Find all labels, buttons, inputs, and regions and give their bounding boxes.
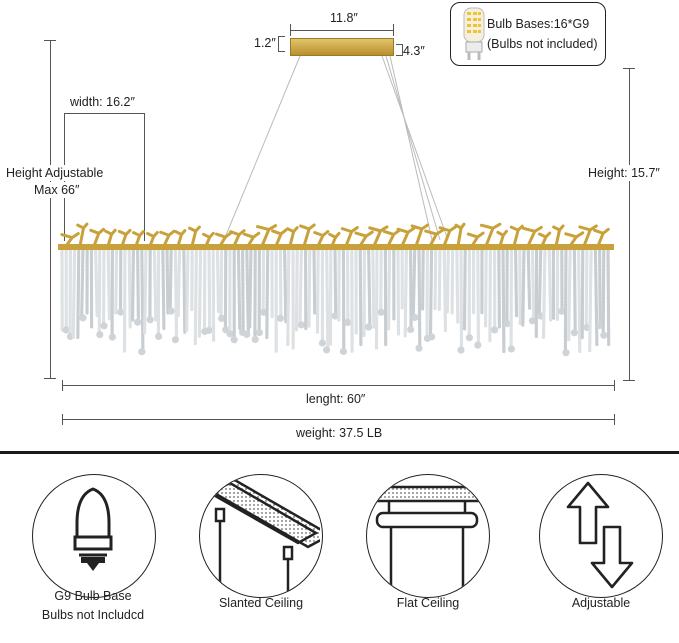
weight-label: weight: 37.5 LB xyxy=(296,426,383,440)
height-adjustable-line xyxy=(50,40,51,378)
canopy-width-line xyxy=(290,30,394,31)
length-label: lenght: 60″ xyxy=(306,392,366,406)
height-adjustable-tick-bottom xyxy=(44,378,56,379)
feature-bulb-line1: G9 Bulb Base xyxy=(54,589,132,603)
weight-tick-left xyxy=(62,414,63,425)
feature-flat-caption: Flat Ceiling xyxy=(353,594,503,613)
height-label: Height: 15.7″ xyxy=(588,165,660,181)
feature-slanted-circle xyxy=(199,474,323,598)
width-line xyxy=(64,113,144,114)
feature-bulb-line2: Bulbs not Includcd xyxy=(41,608,145,622)
bulb-info-line2: (Bulbs not included) xyxy=(487,37,598,51)
length-line xyxy=(62,385,615,386)
feature-adjustable-circle xyxy=(539,474,663,598)
slanted-ceiling-icon xyxy=(201,475,322,595)
canopy-depth-bracket xyxy=(396,44,403,56)
canopy-width-label: 11.8″ xyxy=(330,11,358,25)
section-divider xyxy=(0,451,679,454)
weight-tick-right xyxy=(614,414,615,425)
length-tick-left xyxy=(62,380,63,391)
feature-bulb-circle xyxy=(32,474,156,598)
feature-adjustable-caption: Adjustable xyxy=(526,594,676,613)
width-line-right xyxy=(144,113,145,241)
canopy-width-tick-left xyxy=(290,24,291,36)
height-tick-bottom xyxy=(623,380,635,381)
width-label: width: 16.2″ xyxy=(70,95,135,109)
canopy-width-tick-right xyxy=(393,24,394,36)
canopy-height-label: 1.2″ xyxy=(254,36,276,50)
bulb-info-box: Bulb Bases:16*G9 (Bulbs not included) xyxy=(450,2,606,66)
length-tick-right xyxy=(614,380,615,391)
feature-adjustable-line1: Adjustable xyxy=(571,596,631,610)
adjustable-icon xyxy=(566,481,634,589)
height-adjustable-label-1: Height Adjustable xyxy=(6,165,104,181)
weight-line xyxy=(62,419,615,420)
feature-slanted-line1: Slanted Ceiling xyxy=(218,596,304,610)
chandelier-illustration xyxy=(58,55,614,357)
height-adjustable-label-2: Max 66″ xyxy=(34,182,80,198)
canopy-depth-label: 4.3″ xyxy=(403,44,425,58)
height-line xyxy=(629,68,630,380)
height-adjustable-tick-top xyxy=(44,40,56,41)
feature-bulb-caption: G9 Bulb Base Bulbs not Includcd xyxy=(18,587,168,625)
height-tick-top xyxy=(623,68,635,69)
feature-flat-circle xyxy=(366,474,490,598)
feature-flat-line1: Flat Ceiling xyxy=(396,596,460,610)
bulb-info-line1: Bulb Bases:16*G9 xyxy=(487,17,590,31)
g9-bulb-icon xyxy=(73,487,113,571)
canopy-height-bracket xyxy=(278,36,285,52)
flat-ceiling-icon xyxy=(367,485,489,595)
feature-slanted-caption: Slanted Ceiling xyxy=(186,594,336,613)
g9-bulb-photo-icon xyxy=(463,7,485,60)
canopy-plate xyxy=(290,38,394,56)
